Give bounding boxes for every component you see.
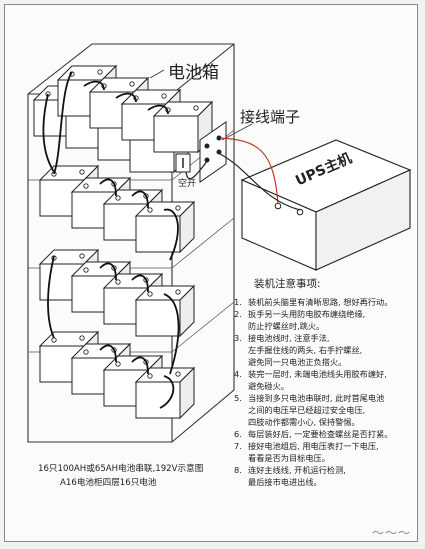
note-text: 连好主线线, 开机运行检测, 最后接市电进出线。 xyxy=(248,464,420,488)
note-item: 8. 连好主线线, 开机运行检测, 最后接市电进出线。 xyxy=(234,464,420,488)
diagram-caption: 16只100AH或65AH电池串联,192V示意图 A16电池柜四层16只电池 xyxy=(38,462,203,490)
note-item: 7. 接好电池组后, 用电压表打一下电压, 看看是否为目标电压。 xyxy=(234,440,420,464)
watermark: 〜〜〜 xyxy=(371,526,411,540)
note-line: 装机前头脑里有清晰思路, 想好再行动。 xyxy=(248,297,393,307)
battery-tier-3 xyxy=(39,249,195,337)
caption-line-1: 16只100AH或65AH电池串联,192V示意图 xyxy=(38,464,204,474)
note-item: 1. 装机前头脑里有清晰思路, 想好再行动。 xyxy=(234,296,420,308)
ups-cables xyxy=(185,137,301,211)
note-line: 接电池线时, 注意手法, xyxy=(248,333,330,343)
note-line: 四肢动作都需小心, 保持警惕。 xyxy=(248,417,360,427)
note-line: 避免碰火。 xyxy=(248,381,289,391)
note-number: 1. xyxy=(234,297,242,307)
note-line: 装完一层时, 未端电池线头用胶布缠好, xyxy=(248,369,387,379)
notes-title: 装机注意事项: xyxy=(254,278,321,290)
note-number: 5. xyxy=(234,393,242,403)
battery-tier-2 xyxy=(39,165,195,253)
note-line: 每层装好后, 一定要检查螺丝是否打紧。 xyxy=(248,429,393,439)
note-number: 4. xyxy=(234,369,242,379)
terminal-block xyxy=(199,121,227,183)
note-item: 6. 每层装好后, 一定要检查螺丝是否打紧。 xyxy=(234,428,420,440)
battery-tier-4 xyxy=(39,331,195,419)
note-number: 2. xyxy=(234,309,242,319)
note-number: 8. xyxy=(234,465,242,475)
terminal-leader xyxy=(221,123,253,141)
note-text: 装机前头脑里有清晰思路, 想好再行动。 xyxy=(248,296,420,308)
installation-notes: 装机注意事项: 1. 装机前头脑里有清晰思路, 想好再行动。 2. 扳手另一头用防电胶… xyxy=(234,278,420,488)
note-item: 3. 接电池线时, 注意手法, 左手握住线的两头, 右手拧螺丝, 避免同一只电池正负搭… xyxy=(234,332,420,368)
note-item: 5. 当接到多只电池串联时, 此时首尾电池之间的电压早已经超过安全电压, 四肢动作都… xyxy=(234,392,420,428)
breaker-switch xyxy=(175,153,191,173)
ups-host-box xyxy=(240,139,412,271)
note-line: 之间的电压早已经超过安全电压, xyxy=(248,405,366,415)
note-text: 装完一层时, 未端电池线头用胶布缠好, 避免碰火。 xyxy=(248,368,420,392)
note-text: 扳手另一头用防电胶布缠绕绝缘, 防止拧螺丝时,跳火。 xyxy=(248,308,420,332)
note-item: 4. 装完一层时, 未端电池线头用胶布缠好, 避免碰火。 xyxy=(234,368,420,392)
note-line: 避免同一只电池正负搭火。 xyxy=(248,357,347,367)
note-line: 左手握住线的两头, 右手拧螺丝, xyxy=(248,345,363,355)
note-number: 7. xyxy=(234,441,242,451)
switch-label: 空开 xyxy=(178,179,197,189)
box-leader xyxy=(149,69,165,79)
note-line: 接好电池组后, 用电压表打一下电压, xyxy=(248,441,379,451)
terminal-label: 接线端子 xyxy=(240,108,301,126)
battery-box-label: 电池箱 xyxy=(168,63,219,83)
note-text: 接好电池组后, 用电压表打一下电压, 看看是否为目标电压。 xyxy=(248,440,420,464)
note-line: 当接到多只电池串联时, 此时首尾电池 xyxy=(248,393,385,403)
series-cables xyxy=(42,71,180,409)
note-line: 看看是否为目标电压。 xyxy=(248,453,330,463)
note-text: 接电池线时, 注意手法, 左手握住线的两头, 右手拧螺丝, 避免同一只电池正负搭火。 xyxy=(248,332,420,368)
note-number: 3. xyxy=(234,333,242,343)
note-line: 最后接市电进出线。 xyxy=(248,477,322,487)
note-item: 2. 扳手另一头用防电胶布缠绕绝缘, 防止拧螺丝时,跳火。 xyxy=(234,308,420,332)
note-line: 防止拧螺丝时,跳火。 xyxy=(248,321,325,331)
caption-line-2: A16电池柜四层16只电池 xyxy=(60,478,157,488)
notes-list: 1. 装机前头脑里有清晰思路, 想好再行动。 2. 扳手另一头用防电胶布缠绕绝缘, 防止… xyxy=(234,296,420,488)
note-text: 当接到多只电池串联时, 此时首尾电池之间的电压早已经超过安全电压, 四肢动作都需小… xyxy=(248,392,420,428)
note-line: 扳手另一头用防电胶布缠绕绝缘, xyxy=(248,309,366,319)
note-text: 每层装好后, 一定要检查螺丝是否打紧。 xyxy=(248,428,420,440)
note-number: 6. xyxy=(234,429,242,439)
note-line: 连好主线线, 开机运行检测, xyxy=(248,465,346,475)
